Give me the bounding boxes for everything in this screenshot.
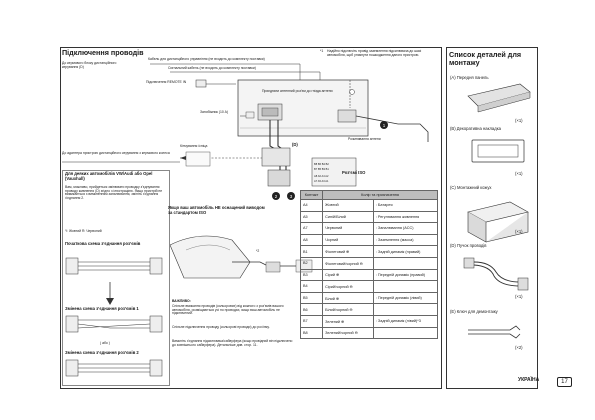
- iso-function: : Регулювання живлення: [372, 210, 439, 224]
- not-iso-title: Якщо ваш автомобіль НЕ оснащений виводом…: [168, 205, 265, 215]
- svg-text:B8 B6 B4 B2: B8 B6 B4 B2: [314, 162, 329, 166]
- iso-pin: B8: [299, 326, 324, 340]
- part-qty: (×1): [515, 118, 523, 123]
- iso-color: Червоний: [322, 222, 374, 235]
- not-iso-star2: *2: [256, 249, 260, 253]
- part-label: (C) Монтажний кожух: [450, 185, 492, 190]
- fuse-label: Запобіжник (10 A): [200, 110, 229, 114]
- note-star1: *1: [320, 49, 324, 53]
- remote-adapter-label: До кермового блоку дистанційного керуван…: [62, 61, 117, 69]
- iso-pin: A7: [299, 222, 324, 235]
- svg-text:1: 1: [383, 123, 386, 128]
- footer-language: УКРАЇНА: [518, 377, 540, 383]
- section-title: Підключення проводів: [62, 48, 144, 57]
- part-qty: (×1): [515, 294, 523, 299]
- iso-color: Синій/Білий: [322, 210, 374, 224]
- page-number: 17: [557, 377, 572, 387]
- remote-in-label: Підключення REMOTE IN: [146, 80, 187, 84]
- part-label: (A) Передня панель: [450, 75, 489, 80]
- note-bottom1: Спільне підключення проводу (кольорові п…: [172, 325, 270, 329]
- iso-pin: A5: [299, 210, 324, 224]
- iso-function: [372, 326, 439, 340]
- vw-or: ( або ): [100, 341, 110, 345]
- svg-text:B7 B5 B3 B1: B7 B5 B3 B1: [314, 167, 329, 171]
- part-qty: (×1): [515, 171, 523, 176]
- antenna-label: Приєднати антенний роз’єм до гнізда анте…: [262, 89, 333, 93]
- iso-function: : Запалювання (ACC): [372, 222, 439, 235]
- vw-title: Для деяких автомобілів VW/Audi або Opel …: [65, 171, 153, 181]
- vw-changed2-title: Змінена схема з’єднання роз’ємів 2: [65, 350, 139, 355]
- ground-label: Кінчування /сніца: [180, 144, 208, 148]
- vw-changed1-title: Змінена схема з’єднання роз’ємів 1: [65, 306, 139, 311]
- iso-pin: A8: [299, 233, 324, 247]
- part-label: (D) Пучок проводів: [450, 243, 487, 248]
- vw-legend: Y: Жовтий R: Червоний: [65, 229, 102, 233]
- vw-connector-diagrams: [65, 257, 163, 377]
- warning-text: Спільне вмикання проводів (кольорових) в…: [172, 304, 284, 316]
- part-label: (E) Ключ для демонтажу: [450, 309, 498, 314]
- part-c-sleeve-illustration: [467, 201, 529, 243]
- iso-table-title: Роз’ємі ISO: [342, 170, 366, 175]
- vw-panel: [62, 170, 170, 386]
- iso-function: : Заземлення (масса): [372, 233, 439, 247]
- antenna-cable-label: Розмнявання антени: [348, 137, 381, 141]
- signal-cable-label: Сигнальний кабель (не входить до комплек…: [168, 66, 256, 70]
- svg-text:A7 A5 A3 A1: A7 A5 A3 A1: [314, 179, 329, 183]
- parts-panel-frame: [446, 47, 538, 389]
- iso-header-pin: Контакт: [299, 190, 324, 200]
- note-text: Надійно підключіть провід заземлення під…: [327, 49, 422, 57]
- parts-title: Список деталей для монтажу: [449, 50, 522, 67]
- iso-header-color: Колір та призначення: [322, 190, 438, 200]
- iso-function: : Батарея: [372, 199, 439, 212]
- warning-label: ВАЖЛИВО:: [172, 299, 191, 303]
- vw-body: Вам, можливо, прийдеться змінювати прово…: [65, 185, 163, 201]
- head-unit-illustration: [237, 79, 369, 137]
- amp-label: До адаптера пристрою дистанційного керув…: [62, 151, 170, 155]
- iso-color: Зелений/чорний ⊖: [322, 326, 374, 340]
- iso-pin: A4: [299, 199, 324, 212]
- note-bottom2: Вимкніть з’єднання підсилювача/сабвуфера…: [172, 339, 293, 347]
- part-e-keys-illustration: [468, 325, 521, 339]
- svg-text:3: 3: [290, 194, 293, 199]
- part-qty: (×1): [515, 229, 523, 234]
- vw-default-title: Початкова схема з’єднання роз’ємів: [65, 241, 141, 246]
- main-panel-frame: [60, 47, 442, 389]
- remote-cable-label: Кабель для дистанційного управління (не …: [148, 57, 265, 61]
- part-b-trim-illustration: [471, 139, 525, 163]
- part-qty: (×2): [515, 345, 523, 350]
- svg-text:A8 A6 A4 A2: A8 A6 A4 A2: [314, 174, 329, 178]
- callout-d: (D): [292, 142, 298, 147]
- part-label: (B) Декоративна накладка: [450, 126, 501, 131]
- part-d-harness-illustration: [463, 257, 529, 291]
- svg-text:2: 2: [275, 194, 278, 199]
- part-a-faceplate-illustration: [467, 83, 531, 113]
